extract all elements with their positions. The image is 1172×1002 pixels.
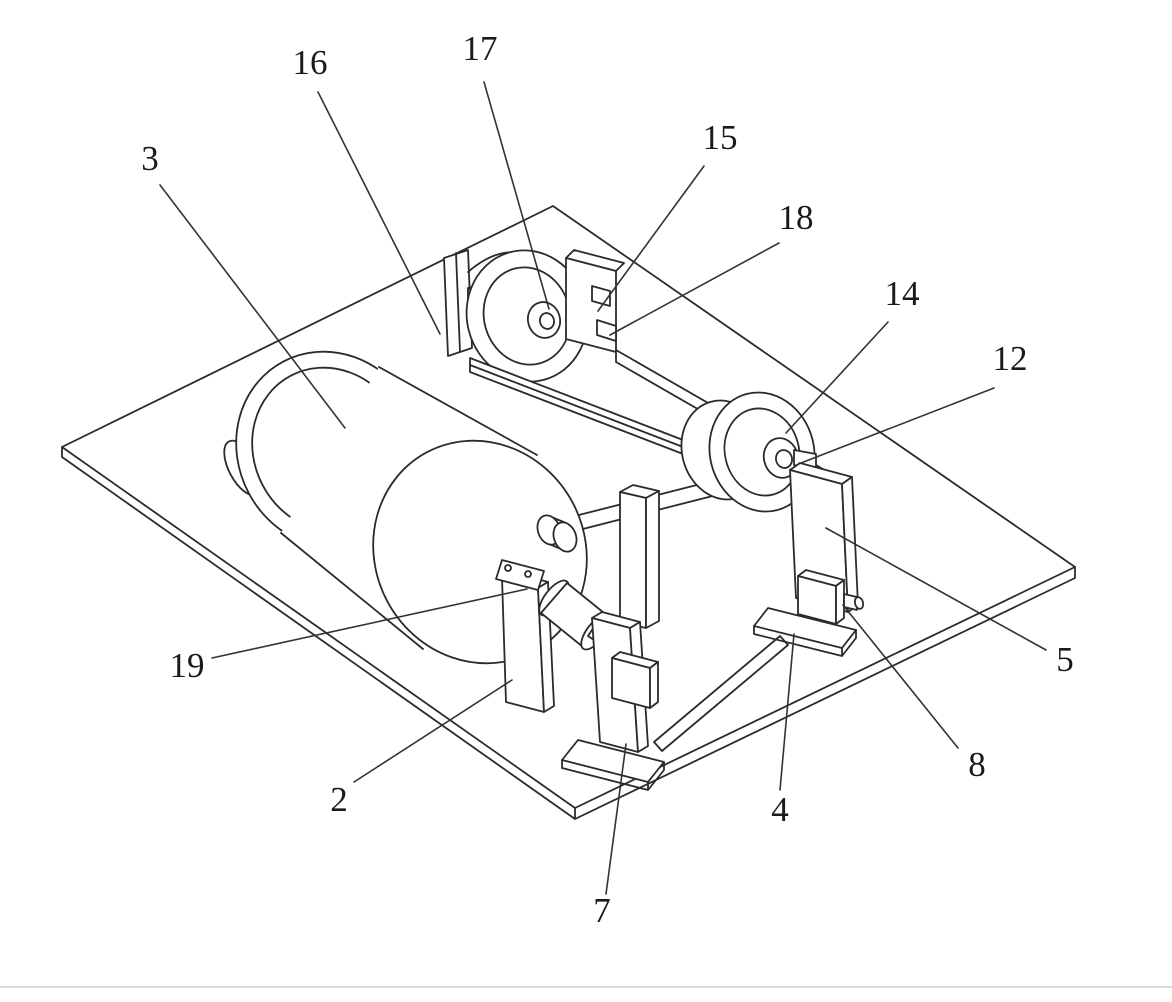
- leader-line-17: [483, 81, 550, 310]
- drum-silhouette: [280, 366, 538, 650]
- callout-label-12: 12: [993, 339, 1028, 378]
- latch-tab: [596, 319, 617, 342]
- bearing-knob-end: [853, 596, 865, 610]
- clamp-screw-1: [504, 564, 512, 572]
- center-post-front: [619, 491, 647, 629]
- shaft-couplings: [536, 514, 578, 553]
- bearing-knob: [843, 593, 858, 611]
- leader-lines: [159, 81, 1047, 895]
- left-support-assembly: [495, 559, 555, 713]
- callout-label-18: 18: [779, 198, 814, 237]
- leader-line-7: [605, 743, 627, 895]
- right-support-assembly: [753, 462, 865, 657]
- callout-label-17: 17: [463, 29, 498, 68]
- callout-label-2: 2: [330, 780, 348, 819]
- base-plate-edge: [61, 446, 1076, 820]
- leader-line-2: [353, 679, 513, 783]
- top-pulley-hub-bore: [539, 312, 555, 330]
- leader-line-19: [211, 588, 528, 659]
- leader-line-4: [779, 633, 795, 791]
- callout-label-4: 4: [771, 790, 789, 829]
- coupling-disc-2: [552, 521, 578, 553]
- bearing-block-side: [835, 579, 845, 625]
- callout-labels: 3 16 17 15 18 14 12 5 8 4 7 2 19: [141, 29, 1074, 930]
- top-pulley-assembly: [443, 249, 625, 383]
- clamp-screw-2: [524, 570, 532, 578]
- leader-line-8: [842, 604, 959, 749]
- page-bottom-divider: [0, 986, 1172, 988]
- right-pulley-hub-bore: [775, 449, 793, 469]
- motor-stand-assembly: [561, 611, 665, 791]
- mount-cube-side: [649, 661, 659, 709]
- callout-label-8: 8: [968, 745, 986, 784]
- leader-line-15: [597, 165, 705, 312]
- leader-line-5: [825, 527, 1047, 651]
- right-foot-edge: [753, 625, 857, 657]
- top-pulley-hub: [526, 301, 562, 339]
- callout-label-5: 5: [1056, 640, 1074, 679]
- leader-line-18: [609, 242, 780, 336]
- right-pulley-assembly: [680, 391, 817, 513]
- leader-line-3: [159, 184, 346, 429]
- leader-line-12: [800, 387, 995, 464]
- drum-assembly: [223, 350, 588, 665]
- callout-label-19: 19: [170, 646, 205, 685]
- callout-label-14: 14: [885, 274, 920, 313]
- right-pulley-groove: [723, 407, 801, 497]
- center-post: [619, 484, 660, 629]
- shaft-clamp: [495, 559, 545, 591]
- leader-line-16: [317, 91, 441, 335]
- callout-label-7: 7: [593, 891, 611, 930]
- stand-foot-edge: [561, 759, 665, 791]
- center-post-side: [645, 490, 660, 629]
- leader-line-14: [785, 321, 889, 434]
- callout-label-3: 3: [141, 139, 159, 178]
- callout-label-15: 15: [703, 118, 738, 157]
- pulley-stand-inner-line: [455, 252, 461, 353]
- callout-label-16: 16: [293, 43, 328, 82]
- base-connecting-rail: [653, 635, 789, 752]
